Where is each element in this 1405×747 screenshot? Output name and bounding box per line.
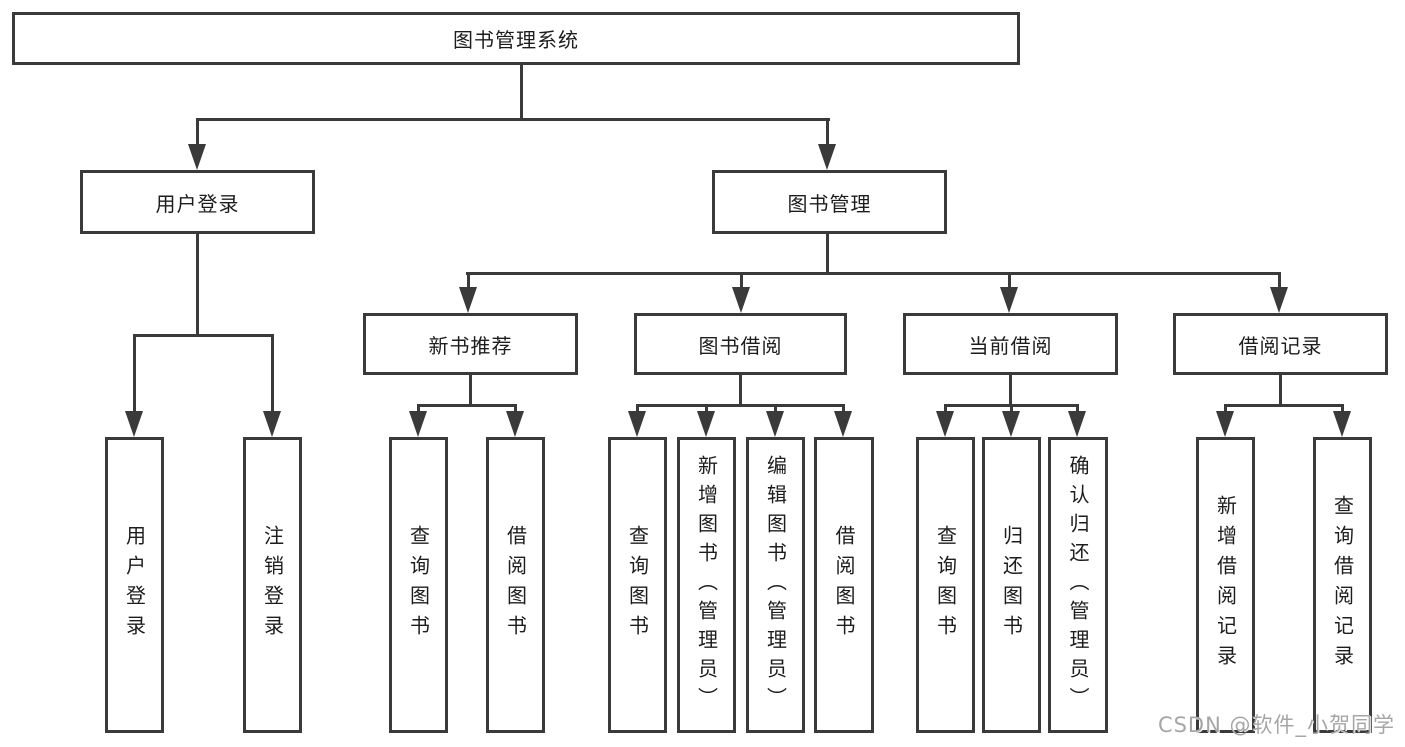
- connector-drop: [842, 404, 845, 414]
- leaf-borrow-books-label: 借阅图书: [832, 525, 856, 645]
- leaf-query-books-current: 查询图书: [916, 437, 975, 733]
- connector-book-mgmt-stub: [826, 233, 829, 274]
- leaf-borrow-books-recommend: 借阅图书: [486, 437, 545, 733]
- leaf-query-borrow-record: 查询借阅记录: [1313, 437, 1372, 733]
- connector-level3-rail: [466, 272, 1281, 275]
- connector-drop-borrow-records: [1278, 272, 1281, 289]
- arrow-down-icon: [732, 287, 750, 313]
- node-borrow-records: 借阅记录: [1173, 313, 1388, 375]
- arrow-down-icon: [818, 144, 836, 170]
- leaf-query-books-borrowing-label: 查询图书: [625, 525, 650, 645]
- connector-drop: [1076, 404, 1079, 414]
- connector-drop-current-borrow: [1008, 272, 1011, 289]
- arrow-down-icon: [125, 411, 143, 437]
- leaf-user-login-label: 用户登录: [122, 525, 147, 645]
- node-library-system-label: 图书管理系统: [453, 28, 579, 52]
- connector-borrowing-rail: [636, 404, 845, 407]
- connector-drop: [636, 404, 639, 414]
- leaf-user-login: 用户登录: [105, 437, 164, 733]
- leaf-query-borrow-record-label: 查询借阅记录: [1330, 495, 1355, 675]
- leaf-borrow-books: 借阅图书: [814, 437, 874, 733]
- connector-drop: [514, 404, 517, 414]
- node-user-login: 用户登录: [80, 170, 315, 234]
- arrow-down-icon: [834, 411, 852, 437]
- arrow-down-icon: [766, 411, 784, 437]
- leaf-return-book: 归还图书: [982, 437, 1041, 733]
- leaf-add-book-admin-label: 新增图书（管理员）: [694, 454, 719, 716]
- connector-records-rail: [1224, 404, 1343, 407]
- csdn-watermark: CSDN @软件_小贺同学: [1157, 713, 1395, 737]
- node-book-borrowing: 图书借阅: [634, 313, 847, 375]
- arrow-down-icon: [409, 411, 427, 437]
- leaf-logout-label: 注销登录: [260, 525, 285, 645]
- connector-drop: [774, 404, 777, 414]
- node-user-login-label: 用户登录: [155, 191, 240, 216]
- leaf-return-book-label: 归还图书: [999, 525, 1024, 645]
- arrow-down-icon: [1002, 411, 1020, 437]
- leaf-add-book-admin: 新增图书（管理员）: [677, 437, 736, 733]
- arrow-down-icon: [697, 411, 715, 437]
- arrow-down-icon: [188, 144, 206, 170]
- arrow-down-icon: [459, 287, 477, 313]
- leaf-query-books-recommend: 查询图书: [389, 437, 448, 733]
- leaf-confirm-return-admin: 确认归还（管理员）: [1048, 437, 1108, 733]
- connector-drop: [1224, 404, 1227, 414]
- leaf-query-books-current-label: 查询图书: [933, 525, 958, 645]
- connector-drop: [417, 404, 420, 414]
- node-new-book-recommend-label: 新书推荐: [428, 333, 513, 358]
- arrow-down-icon: [1068, 411, 1086, 437]
- connector-records-stub: [1279, 374, 1282, 406]
- leaf-borrow-books-recommend-label: 借阅图书: [503, 525, 528, 645]
- leaf-edit-book-admin: 编辑图书（管理员）: [746, 437, 805, 733]
- arrow-down-icon: [263, 411, 281, 437]
- connector-drop-leaf-login: [133, 334, 136, 412]
- connector-root-stub: [520, 65, 523, 120]
- arrow-down-icon: [628, 411, 646, 437]
- connector-drop-user-login: [196, 118, 199, 146]
- leaf-query-books-recommend-label: 查询图书: [406, 525, 431, 645]
- arrow-down-icon: [506, 411, 524, 437]
- connector-drop: [944, 404, 947, 414]
- connector-drop-new-book: [467, 272, 470, 289]
- leaf-add-borrow-record: 新增借阅记录: [1196, 437, 1255, 733]
- arrow-down-icon: [936, 411, 954, 437]
- arrow-down-icon: [1333, 411, 1351, 437]
- connector-recommend-rail: [417, 404, 517, 407]
- node-current-borrowing-label: 当前借阅: [968, 333, 1053, 358]
- connector-user-login-stub: [196, 233, 199, 336]
- node-library-system: 图书管理系统: [12, 12, 1020, 65]
- leaf-edit-book-admin-label: 编辑图书（管理员）: [763, 454, 788, 716]
- node-book-management-label: 图书管理: [787, 191, 872, 216]
- connector-drop-book-borrow: [740, 272, 743, 289]
- connector-drop-leaf-logout: [271, 334, 274, 412]
- node-current-borrowing: 当前借阅: [903, 313, 1118, 375]
- leaf-confirm-return-admin-label: 确认归还（管理员）: [1066, 454, 1090, 716]
- leaf-query-books-borrowing: 查询图书: [608, 437, 667, 733]
- connector-drop: [1341, 404, 1344, 414]
- connector-drop: [705, 404, 708, 414]
- connector-current-stub: [1009, 374, 1012, 406]
- connector-borrowing-stub: [739, 374, 742, 406]
- node-new-book-recommend: 新书推荐: [363, 313, 578, 375]
- connector-user-login-rail: [133, 334, 274, 337]
- connector-drop: [1010, 404, 1013, 414]
- connector-drop-book-mgmt: [826, 118, 829, 146]
- node-book-management: 图书管理: [712, 170, 947, 234]
- connector-recommend-stub: [469, 374, 472, 406]
- node-book-borrowing-label: 图书借阅: [698, 333, 783, 358]
- node-borrow-records-label: 借阅记录: [1238, 333, 1323, 358]
- connector-level1-rail: [196, 118, 830, 121]
- arrow-down-icon: [1270, 287, 1288, 313]
- arrow-down-icon: [1216, 411, 1234, 437]
- leaf-add-borrow-record-label: 新增借阅记录: [1213, 495, 1238, 675]
- leaf-logout: 注销登录: [243, 437, 302, 733]
- arrow-down-icon: [1000, 287, 1018, 313]
